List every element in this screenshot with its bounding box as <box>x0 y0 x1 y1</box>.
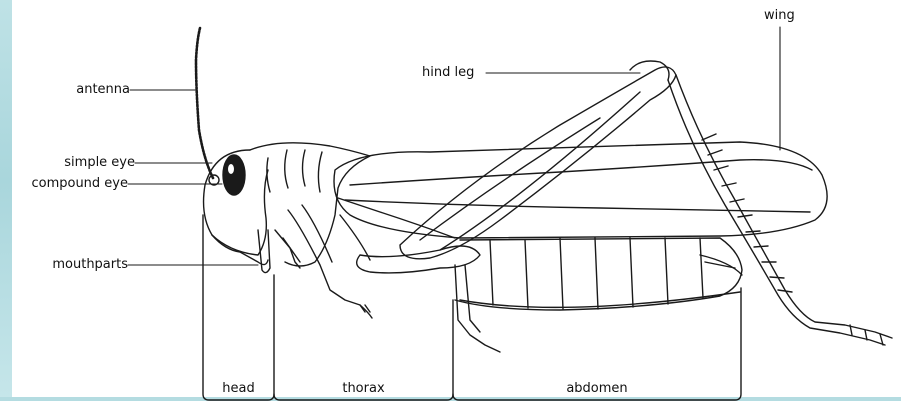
wing-label: wing <box>764 8 795 24</box>
region-abdomen-label: abdomen <box>453 381 741 397</box>
simple-eye-label: simple eye <box>64 155 135 171</box>
wing-shape <box>334 142 827 238</box>
antenna-shape <box>196 28 213 178</box>
pointer-lines <box>128 27 780 265</box>
region-brackets <box>203 215 741 400</box>
middle-leg <box>357 246 500 352</box>
head-shape <box>204 150 270 273</box>
abdomen-shape <box>455 238 742 310</box>
compound-eye-label: compound eye <box>31 176 128 192</box>
thorax-shape <box>250 143 455 266</box>
hind-leg-label: hind leg <box>422 65 474 81</box>
compound-eye-shape <box>223 155 245 195</box>
mouthparts-label: mouthparts <box>52 257 128 273</box>
region-head-label: head <box>203 381 274 397</box>
region-thorax-label: thorax <box>274 381 453 397</box>
antenna-label: antenna <box>76 82 130 98</box>
